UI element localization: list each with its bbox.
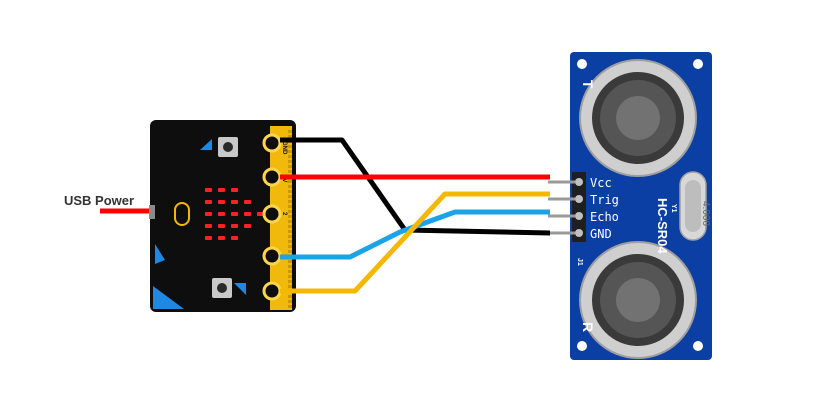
led xyxy=(205,200,212,204)
led xyxy=(218,200,225,204)
edge-connector-tick xyxy=(288,210,292,213)
edge-connector-tick xyxy=(288,295,292,298)
led xyxy=(218,236,225,240)
edge-connector-tick xyxy=(288,230,292,233)
microbit-corner-decoration xyxy=(155,244,165,264)
led xyxy=(218,224,225,228)
header-pin-block xyxy=(572,172,586,242)
edge-connector-tick xyxy=(288,190,292,193)
microbit-corner-decoration xyxy=(153,286,184,309)
usb-power-label: USB Power xyxy=(64,193,134,208)
edge-connector-tick xyxy=(288,150,292,153)
edge-connector-tick xyxy=(288,300,292,303)
sensor-model-label: HC-SR04 xyxy=(655,198,670,254)
sensor-pin-label-echo: Echo xyxy=(590,210,619,224)
sensor-pin-gnd[interactable]: GND xyxy=(575,227,612,241)
led xyxy=(218,188,225,192)
led xyxy=(218,212,225,216)
edge-connector-tick xyxy=(288,235,292,238)
led xyxy=(231,224,238,228)
edge-connector-tick xyxy=(288,240,292,243)
button-a[interactable] xyxy=(218,137,238,157)
j1-label: J1 xyxy=(576,258,583,266)
edge-connector-tick xyxy=(288,160,292,163)
transmitter-label: T xyxy=(580,80,596,89)
mounting-hole xyxy=(693,59,703,69)
letter-b-triangle-icon xyxy=(234,283,246,295)
edge-connector-tick xyxy=(288,280,292,283)
led xyxy=(205,236,212,240)
crystal-label: 4.000 xyxy=(700,201,711,226)
wire-echo xyxy=(280,209,550,260)
edge-connector-tick xyxy=(288,185,292,188)
edge-connector-tick xyxy=(288,135,292,138)
transmitter-transducer xyxy=(579,59,697,177)
letter-a-triangle-icon xyxy=(200,139,212,150)
led xyxy=(231,188,238,192)
sensor-pin-trig[interactable]: Trig xyxy=(575,193,619,207)
edge-connector-tick xyxy=(288,145,292,148)
edge-connector-tick xyxy=(288,165,292,168)
edge-connector-tick xyxy=(288,215,292,218)
led-matrix xyxy=(205,188,264,240)
microbit-board: GND 3V 2 1 0 xyxy=(149,120,296,312)
wire-gnd xyxy=(280,137,551,236)
sensor-pin-label-vcc: Vcc xyxy=(590,176,612,190)
sensor-pin-vcc[interactable]: Vcc xyxy=(575,176,612,190)
sensor-pin-echo[interactable]: Echo xyxy=(575,210,619,224)
led xyxy=(257,212,264,216)
receiver-label: R xyxy=(580,322,596,332)
pin-label-gnd: GND xyxy=(281,141,287,155)
led xyxy=(205,212,212,216)
mounting-hole xyxy=(693,341,703,351)
led xyxy=(244,224,251,228)
edge-connector-tick xyxy=(288,285,292,288)
edge-connector-tick xyxy=(288,260,292,263)
edge-connector-tick xyxy=(288,130,292,133)
edge-connector-tick xyxy=(288,180,292,183)
edge-connector-tick xyxy=(288,195,292,198)
edge-connector-tick xyxy=(288,155,292,158)
led xyxy=(244,212,251,216)
led xyxy=(205,188,212,192)
edge-connector-tick xyxy=(288,270,292,273)
led xyxy=(231,212,238,216)
edge-connector-tick xyxy=(288,245,292,248)
pin-gnd[interactable]: GND xyxy=(262,133,287,155)
touch-logo xyxy=(174,202,190,226)
mounting-hole xyxy=(577,341,587,351)
hc-sr04-sensor: T R 4.000 HC-SR04 Y1 J1 Vcc Trig Echo GN… xyxy=(548,52,712,360)
sensor-pin-label-gnd: GND xyxy=(590,227,612,241)
edge-connector-tick xyxy=(288,275,292,278)
button-b[interactable] xyxy=(212,278,232,298)
sensor-pin-label-trig: Trig xyxy=(590,193,619,207)
edge-connector-tick xyxy=(288,205,292,208)
edge-connector-tick xyxy=(288,250,292,253)
led xyxy=(231,236,238,240)
pin-label-2: 2 xyxy=(281,212,287,216)
wires xyxy=(280,137,551,294)
edge-connector-tick xyxy=(288,225,292,228)
y1-label: Y1 xyxy=(670,204,677,213)
pin-2[interactable]: 2 xyxy=(262,204,287,224)
wire-trig xyxy=(280,191,550,294)
microbit-usb-connector xyxy=(149,205,155,219)
edge-connector-tick xyxy=(288,265,292,268)
edge-connector-tick xyxy=(288,305,292,308)
led xyxy=(231,200,238,204)
mounting-hole xyxy=(577,59,587,69)
edge-connector-tick xyxy=(288,170,292,173)
edge-connector-tick xyxy=(288,200,292,203)
receiver-transducer xyxy=(579,241,697,359)
edge-connector-tick xyxy=(288,220,292,223)
crystal-oscillator: 4.000 xyxy=(679,171,711,241)
led xyxy=(244,200,251,204)
led xyxy=(205,224,212,228)
